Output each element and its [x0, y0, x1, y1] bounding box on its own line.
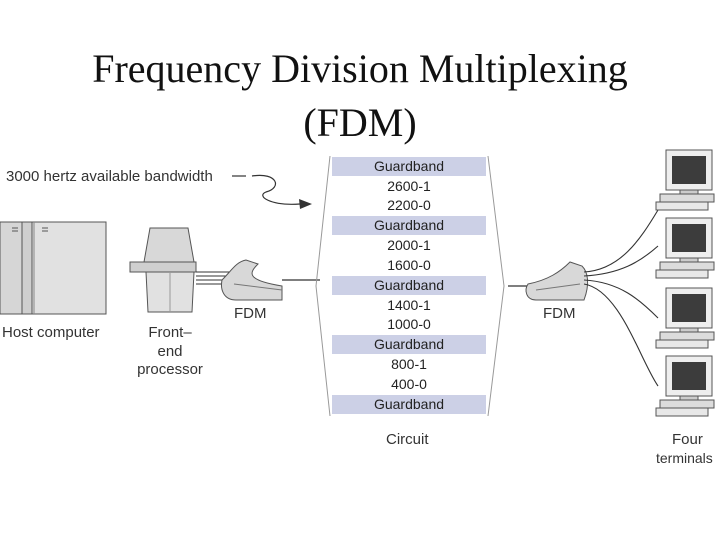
terminal-icon [655, 287, 715, 349]
band-channel-label: 800-1 [391, 356, 427, 372]
band-channel-label: 2200-0 [387, 197, 431, 213]
fdm-left-icon [221, 259, 283, 301]
fdm-left-label: FDM [234, 305, 267, 322]
band-guardband: Guardband [332, 335, 486, 354]
band-channel-label: 1000-0 [387, 316, 431, 332]
page-title: Frequency Division Multiplexing [92, 46, 628, 91]
band-guardband: Guardband [332, 276, 486, 295]
band-guardband: Guardband [332, 216, 486, 235]
page-subtitle: (FDM) [303, 100, 417, 145]
terminals-label-line2: terminals [656, 450, 713, 466]
terminal-icon [655, 149, 715, 211]
band-channel-label: 2000-1 [387, 237, 431, 253]
fdm-to-terminal-cables [583, 209, 659, 387]
band-guardband: Guardband [332, 395, 486, 414]
front-end-processor-icon [129, 227, 197, 313]
band-guardband: Guardband [332, 157, 486, 176]
host-computer-icon [0, 221, 107, 315]
front-end-processor-label-line1: Front– [148, 324, 192, 341]
band-channel-label: 1400-1 [387, 297, 431, 313]
band-channel-label: 2600-1 [387, 178, 431, 194]
fdm-right-label: FDM [543, 305, 576, 322]
terminal-icon [655, 355, 715, 417]
bandwidth-arrow [232, 174, 312, 209]
terminals-label-line1: Four [672, 431, 703, 448]
terminal-icon [655, 217, 715, 279]
bandwidth-label: 3000 hertz available bandwidth [6, 168, 213, 185]
fdm-right-icon [525, 261, 589, 301]
circuit-label: Circuit [386, 431, 429, 448]
circuit-bracket-right [487, 155, 505, 417]
host-computer-label: Host computer [2, 324, 100, 341]
circuit-bracket-left [315, 155, 331, 417]
band-channel-label: 1600-0 [387, 257, 431, 273]
front-end-processor-label-line2: end [157, 343, 183, 360]
front-end-processor-label-line3: processor [137, 361, 203, 378]
band-channel-label: 400-0 [391, 376, 427, 392]
